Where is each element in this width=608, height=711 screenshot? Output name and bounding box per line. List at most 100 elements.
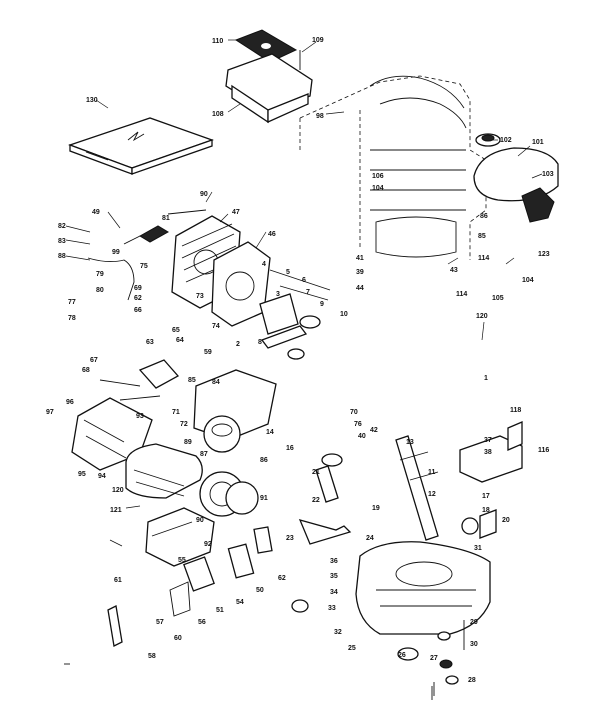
engine-block-upper-part (299, 75, 487, 260)
label-21: 21 (312, 469, 320, 476)
label-109: 109 (312, 37, 324, 44)
label-96: 96 (66, 399, 74, 406)
label-102: 102 (500, 137, 512, 144)
label-54: 54 (236, 599, 244, 606)
label-90: 90 (200, 191, 208, 198)
label-88: 88 (58, 253, 66, 260)
flywheel-part (145, 471, 259, 567)
breather-part (459, 421, 523, 539)
label-16: 16 (286, 445, 294, 452)
label-14: 14 (266, 429, 274, 436)
label-43: 43 (450, 267, 458, 274)
leader-lines (65, 39, 543, 547)
label-78: 78 (68, 315, 76, 322)
label-114b: 114 (456, 291, 467, 298)
label-121: 121 (110, 507, 122, 514)
label-69: 69 (134, 285, 142, 292)
label-79: 79 (96, 271, 104, 278)
label-101: 101 (532, 139, 544, 146)
label-82: 82 (58, 223, 66, 230)
label-77: 77 (68, 299, 76, 306)
label-27: 27 (430, 655, 438, 662)
label-73: 73 (196, 293, 204, 300)
label-28: 28 (468, 677, 476, 684)
label-81: 81 (162, 215, 170, 222)
label-13: 13 (406, 439, 414, 446)
label-55: 55 (178, 557, 186, 564)
label-29: 29 (470, 619, 478, 626)
label-116: 116 (538, 447, 549, 454)
label-64: 64 (176, 337, 184, 344)
label-10: 10 (340, 311, 348, 318)
label-47: 47 (232, 209, 240, 216)
label-86: 86 (480, 213, 488, 220)
label-3: 3 (276, 291, 280, 298)
label-114a: 114 (478, 255, 489, 262)
label-53: 50 (256, 587, 264, 594)
label-23: 23 (286, 535, 294, 542)
label-91: 91 (260, 495, 268, 502)
label-56: 56 (198, 619, 206, 626)
label-1: 1 (484, 375, 488, 382)
label-67: 67 (90, 357, 98, 364)
label-40: 40 (358, 433, 366, 440)
label-120: 120 (476, 313, 488, 320)
label-41: 41 (356, 255, 364, 262)
label-71: 71 (172, 409, 180, 416)
label-104a: 104 (372, 185, 384, 192)
label-123: 123 (538, 251, 550, 258)
label-36: 36 (330, 558, 338, 565)
label-35: 35 (330, 573, 338, 580)
label-52: 62 (278, 575, 286, 582)
label-103: 103 (542, 171, 554, 178)
label-11: 11 (428, 469, 436, 476)
label-85: 85 (478, 233, 486, 240)
label-30: 30 (470, 641, 478, 648)
label-25: 25 (348, 645, 356, 652)
label-5: 5 (286, 269, 290, 276)
label-17: 17 (482, 493, 490, 500)
label-84: 84 (212, 379, 220, 386)
label-33: 33 (328, 605, 336, 612)
label-59: 59 (204, 349, 212, 356)
label-92: 92 (204, 541, 212, 548)
label-2: 2 (236, 341, 240, 348)
crankcase-base-part (355, 541, 491, 635)
label-48: 99 (112, 249, 120, 256)
label-61: 61 (114, 577, 122, 584)
label-90b: 90 (196, 517, 204, 524)
label-6: 6 (302, 277, 306, 284)
carburetor-part (99, 359, 277, 453)
label-9: 9 (320, 301, 324, 308)
label-7: 7 (306, 289, 310, 296)
label-46: 46 (268, 231, 276, 238)
part-number-labels: 110 109 108 98 130 102 101 103 106 104 8… (46, 37, 554, 684)
label-19: 19 (372, 505, 380, 512)
label-120b: 120 (112, 487, 124, 494)
label-65: 65 (172, 327, 180, 334)
label-70: 70 (350, 409, 358, 416)
label-74: 74 (212, 323, 220, 330)
label-107: 106 (372, 173, 384, 180)
label-95: 95 (78, 471, 86, 478)
owners-manual-part (68, 117, 214, 175)
label-130: 130 (86, 97, 98, 104)
label-62: 62 (134, 295, 142, 302)
piston-valves-part (259, 269, 331, 360)
label-18: 18 (482, 507, 490, 514)
label-58: 58 (148, 653, 156, 660)
governor-parts (107, 526, 273, 647)
label-24: 24 (366, 535, 374, 542)
label-85b: 85 (188, 377, 196, 384)
label-38: 38 (484, 449, 492, 456)
label-80: 80 (96, 287, 104, 294)
seal-parts (291, 599, 465, 696)
label-22: 22 (312, 497, 320, 504)
label-86b: 86 (260, 457, 268, 464)
label-4: 4 (262, 261, 266, 268)
label-63: 63 (146, 339, 154, 346)
label-118: 118 (510, 407, 521, 414)
label-49: 49 (92, 209, 100, 216)
label-42: 42 (370, 427, 378, 434)
